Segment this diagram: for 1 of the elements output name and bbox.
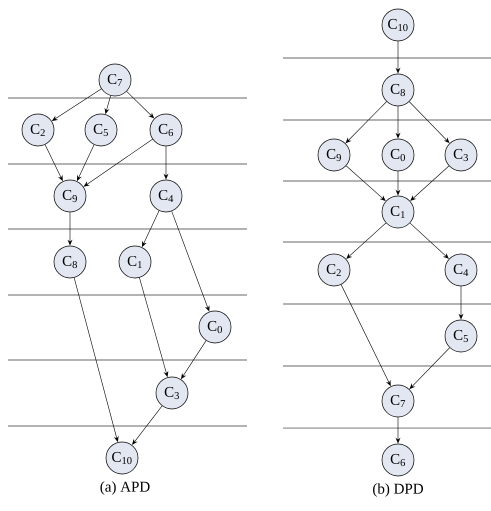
arrow <box>410 222 449 259</box>
